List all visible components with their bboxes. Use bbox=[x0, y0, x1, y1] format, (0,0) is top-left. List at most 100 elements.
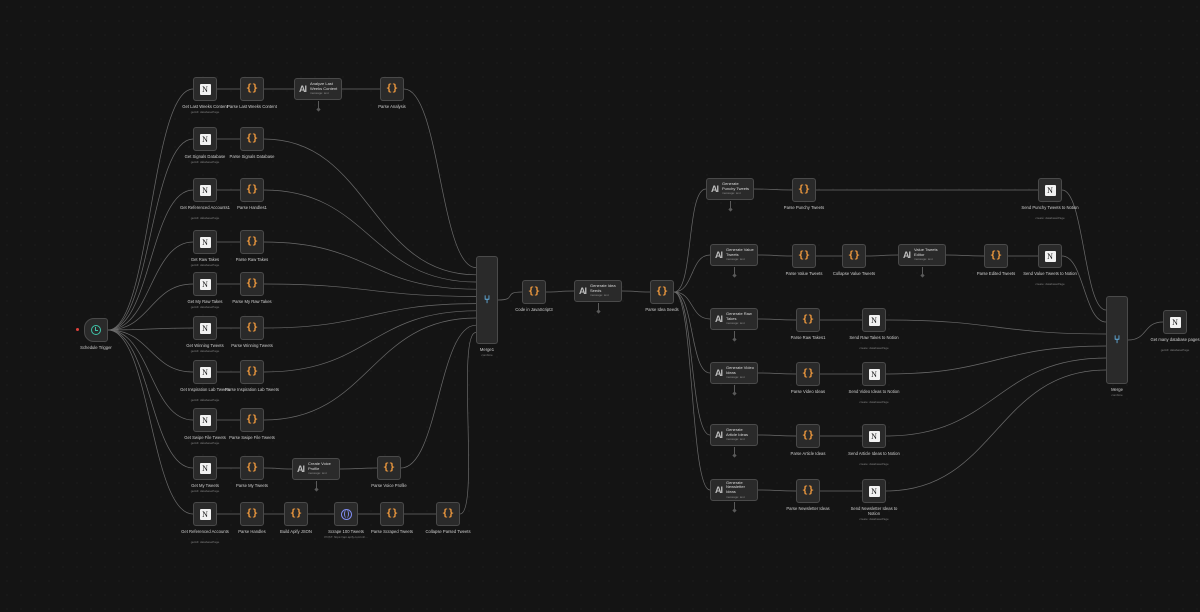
tool-connector bbox=[315, 481, 317, 489]
node-subtitle: message: text bbox=[726, 494, 745, 499]
node-n34[interactable]: N bbox=[1038, 178, 1062, 202]
node-title-text: Generate Punchy Tweets bbox=[722, 181, 750, 191]
node-trigger[interactable] bbox=[84, 318, 108, 342]
node-n22[interactable]: {} bbox=[377, 456, 401, 480]
node-n23[interactable]: N bbox=[193, 502, 217, 526]
code-icon: {} bbox=[385, 508, 399, 519]
node-n18[interactable]: {} bbox=[240, 408, 264, 432]
trigger-indicator bbox=[76, 328, 79, 331]
node-n46[interactable]: N bbox=[862, 362, 886, 386]
node-subtitle: message: text bbox=[914, 257, 933, 262]
connection-line bbox=[673, 291, 711, 320]
notion-icon: N bbox=[199, 322, 211, 334]
node-n7[interactable]: N bbox=[193, 178, 217, 202]
node-n13[interactable]: N bbox=[193, 316, 217, 340]
tool-connector bbox=[733, 331, 735, 339]
node-subtitle: message: text bbox=[308, 471, 327, 476]
node-label: Collapse Parsed Tweets bbox=[425, 529, 471, 534]
node-n10[interactable]: {} bbox=[240, 230, 264, 254]
node-n14[interactable]: {} bbox=[240, 316, 264, 340]
connection-line bbox=[263, 317, 477, 421]
node-n48[interactable]: {} bbox=[796, 424, 820, 448]
node-subtitle: getAll: databasePage bbox=[190, 160, 220, 164]
node-subtitle: message: text bbox=[726, 375, 745, 380]
anthropic-icon: AI bbox=[903, 249, 911, 260]
connection-line bbox=[403, 88, 477, 268]
node-subtitle: create: databasePage bbox=[1035, 216, 1065, 220]
node-label: Parse Edited Tweets bbox=[976, 271, 1016, 276]
node-n17[interactable]: N bbox=[193, 408, 217, 432]
node-n52[interactable]: N bbox=[862, 479, 886, 503]
node-n33[interactable]: {} bbox=[792, 178, 816, 202]
code-icon: {} bbox=[801, 314, 815, 325]
node-n16[interactable]: {} bbox=[240, 360, 264, 384]
node-n43[interactable]: N bbox=[862, 308, 886, 332]
node-subtitle: create: databasePage bbox=[859, 400, 889, 404]
node-n20[interactable]: {} bbox=[240, 456, 264, 480]
connection-line bbox=[673, 291, 711, 374]
node-merge1[interactable]: ⑂ bbox=[476, 256, 498, 344]
node-label: Parse Punchy Tweets bbox=[783, 205, 825, 210]
node-n8[interactable]: {} bbox=[240, 178, 264, 202]
connection-line bbox=[339, 467, 378, 470]
node-n37[interactable]: {} bbox=[842, 244, 866, 268]
node-n4[interactable]: {} bbox=[380, 77, 404, 101]
node-title-text: Generate Value Tweets bbox=[726, 247, 754, 257]
node-n31[interactable]: {} bbox=[650, 280, 674, 304]
node-n15[interactable]: N bbox=[193, 360, 217, 384]
node-n9[interactable]: N bbox=[193, 230, 217, 254]
node-label: Get Referenced Accounts1 bbox=[179, 205, 231, 210]
node-n49[interactable]: N bbox=[862, 424, 886, 448]
node-n42[interactable]: {} bbox=[796, 308, 820, 332]
node-n6[interactable]: {} bbox=[240, 127, 264, 151]
node-n26[interactable] bbox=[334, 502, 358, 526]
notion-icon: N bbox=[199, 278, 211, 290]
node-n11[interactable]: N bbox=[193, 272, 217, 296]
node-n5[interactable]: N bbox=[193, 127, 217, 151]
node-label: Parse Idea Seeds bbox=[645, 307, 679, 312]
node-n1[interactable]: N bbox=[193, 77, 217, 101]
node-n36[interactable]: {} bbox=[792, 244, 816, 268]
node-n27[interactable]: {} bbox=[380, 502, 404, 526]
node-title-text: Generate Video Ideas bbox=[726, 365, 754, 375]
node-n12[interactable]: {} bbox=[240, 272, 264, 296]
node-n29[interactable]: {} bbox=[522, 280, 546, 304]
node-n2[interactable]: {} bbox=[240, 77, 264, 101]
clock-icon bbox=[91, 325, 101, 335]
node-n25[interactable]: {} bbox=[284, 502, 308, 526]
notion-icon: N bbox=[868, 485, 880, 497]
node-label: Get Last Weeks Content bbox=[182, 104, 228, 109]
node-n40[interactable]: N bbox=[1038, 244, 1062, 268]
node-label: Get Referenced Accounts bbox=[181, 529, 229, 534]
merge-icon: ⑂ bbox=[1113, 333, 1121, 346]
connection-line bbox=[673, 291, 711, 491]
code-icon: {} bbox=[441, 508, 455, 519]
node-n51[interactable]: {} bbox=[796, 479, 820, 503]
notion-icon: N bbox=[199, 414, 211, 426]
node-label: Get Raw Takes bbox=[190, 257, 220, 262]
node-n28[interactable]: {} bbox=[436, 502, 460, 526]
node-subtitle: combine bbox=[1111, 393, 1123, 397]
node-merge2[interactable]: ⑂ bbox=[1106, 296, 1128, 384]
node-n45[interactable]: {} bbox=[796, 362, 820, 386]
node-n19[interactable]: N bbox=[193, 456, 217, 480]
node-n39[interactable]: {} bbox=[984, 244, 1008, 268]
node-subtitle: getAll: databasePage bbox=[190, 540, 220, 544]
node-n53[interactable]: N bbox=[1163, 310, 1187, 334]
node-label: Parse Value Tweets bbox=[785, 271, 823, 276]
node-n24[interactable]: {} bbox=[240, 502, 264, 526]
